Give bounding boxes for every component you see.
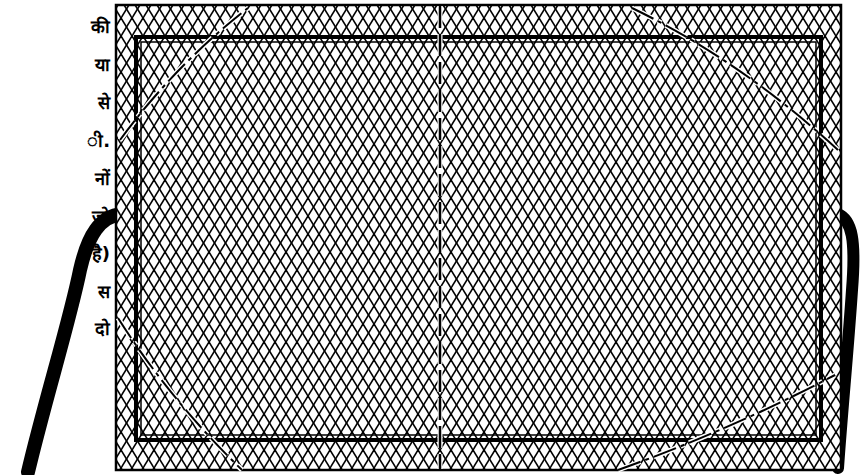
inner-frame-line [141,42,816,435]
cropped-text: या [0,54,110,76]
cropped-text: की [0,16,110,38]
cropped-text: स [0,281,110,303]
cropped-text: ी. [0,130,110,152]
net-mesh [116,5,841,470]
net-ground [116,5,841,470]
fold-line [439,6,442,469]
cropped-text: से [0,92,110,114]
corner-fold-lines [118,8,838,470]
cropped-text: है) [0,243,110,265]
inner-frame [136,37,821,440]
cropped-text: जो [0,206,110,228]
cropped-text: दो [0,318,110,340]
cropped-text: नों [0,168,110,190]
